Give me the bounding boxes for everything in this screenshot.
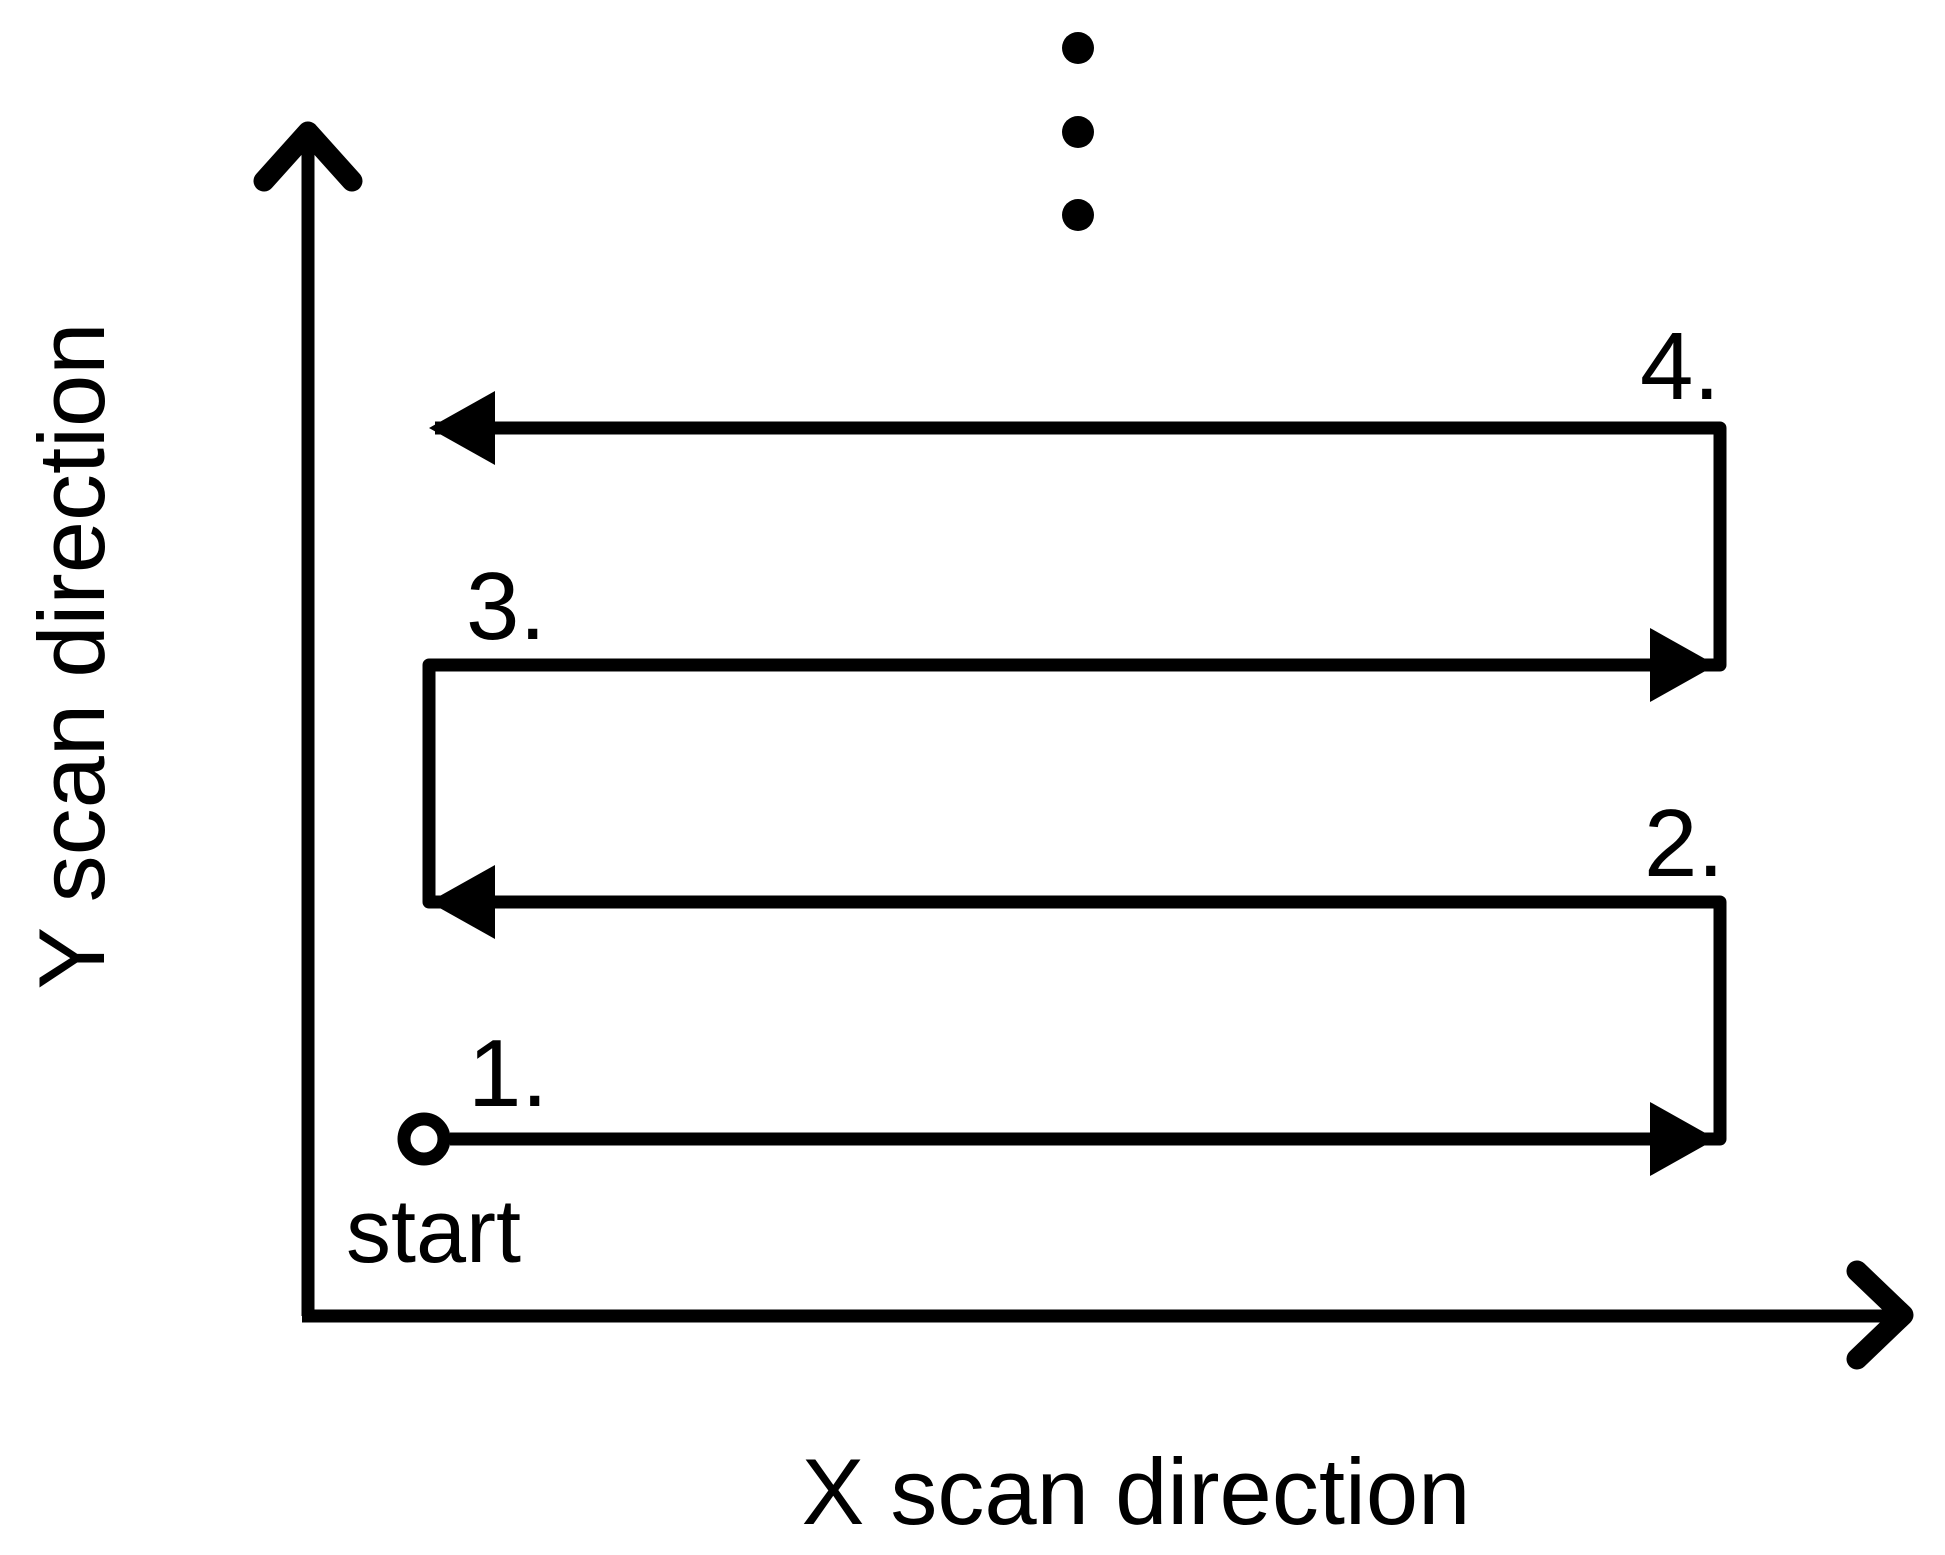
scan-path-line: [422, 421, 1727, 1146]
scan-path: [397, 391, 1727, 1176]
start-label: start: [346, 1182, 521, 1282]
y-axis-label: Y scan direction: [19, 322, 124, 989]
ellipsis-dot: [1062, 116, 1094, 148]
ellipsis-dot: [1062, 32, 1094, 64]
segment-2-left-arrowhead-icon: [429, 865, 495, 939]
segment-3-right-arrowhead-icon: [1650, 628, 1716, 702]
segment-1-right-arrowhead-icon: [1650, 1102, 1716, 1176]
vertical-ellipsis-icon: [1062, 32, 1094, 231]
x-axis-arrowhead-icon: [1846, 1260, 1914, 1370]
x-axis: [302, 1260, 1914, 1370]
segment-1-label: 1.: [468, 1020, 548, 1127]
ellipsis-dot: [1062, 199, 1094, 231]
segment-3-label: 3.: [466, 553, 546, 660]
segment-4-label: 4.: [1640, 313, 1720, 420]
segment-2-label: 2.: [1644, 790, 1724, 897]
start-point-circle: [397, 1112, 451, 1166]
y-axis-arrowhead-icon: [253, 121, 363, 192]
segment-4-left-arrowhead-icon: [429, 391, 495, 465]
y-axis: [253, 121, 363, 1316]
x-axis-label: X scan direction: [802, 1439, 1471, 1544]
